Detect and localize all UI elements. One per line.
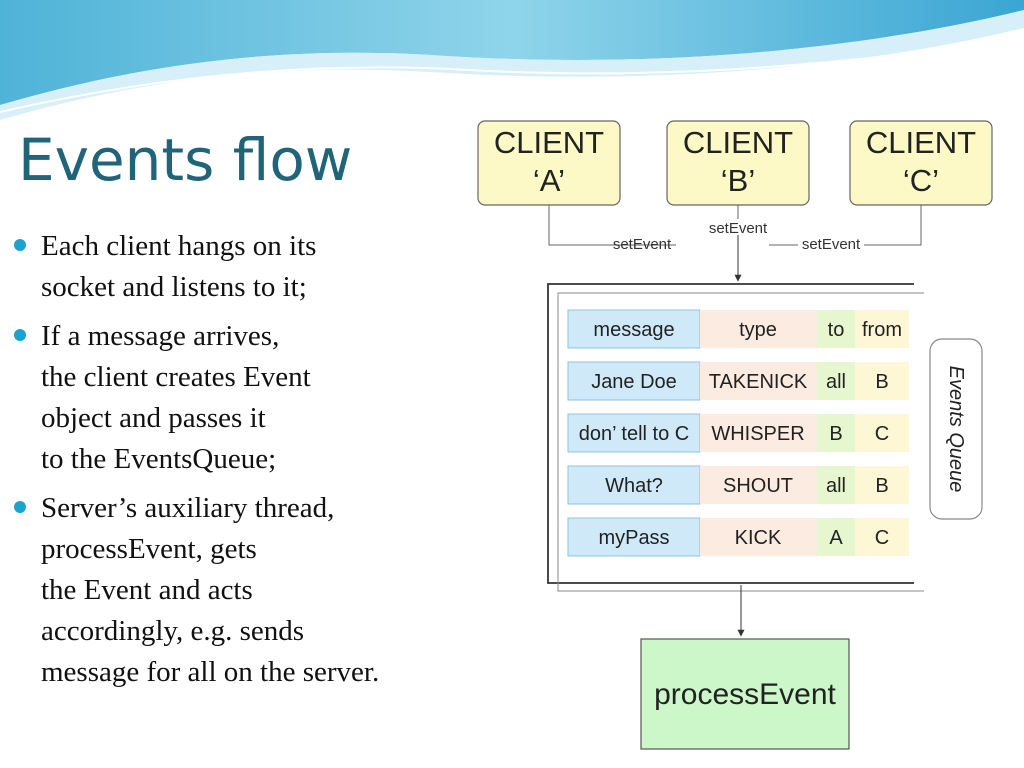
svg-text:‘B’: ‘B’ bbox=[721, 163, 755, 198]
table-cell-type: WHISPER bbox=[711, 423, 804, 445]
set-event-connectors bbox=[548, 205, 922, 282]
table-cell-type: TAKENICK bbox=[709, 371, 808, 393]
bullet-item: If a message arrives, the client creates… bbox=[14, 316, 484, 480]
svg-text:processEvent: processEvent bbox=[654, 678, 836, 711]
table-cell-message: myPass bbox=[598, 527, 669, 549]
column-header-to: to bbox=[828, 319, 845, 341]
table-cell-from: C bbox=[875, 423, 889, 445]
table-cell-from: C bbox=[875, 527, 889, 549]
bullet-list: Each client hangs on its socket and list… bbox=[14, 226, 484, 701]
events-table: message type to from Jane Doe TAKENICK a… bbox=[567, 309, 909, 557]
svg-text:CLIENT: CLIENT bbox=[866, 125, 976, 160]
svg-text:CLIENT: CLIENT bbox=[683, 125, 793, 160]
edge-label-setevent-c: setEvent bbox=[802, 236, 861, 253]
column-header-type: type bbox=[739, 319, 777, 341]
events-queue-label: Events Queue bbox=[929, 338, 983, 520]
background-wave-decoration bbox=[0, 0, 1024, 120]
svg-text:CLIENT: CLIENT bbox=[494, 125, 604, 160]
table-cell-from: B bbox=[875, 475, 888, 497]
slide-title: Events flow bbox=[18, 126, 353, 194]
edge-label-setevent-b: setEvent bbox=[709, 220, 768, 237]
client-a-node: CLIENT ‘A’ bbox=[477, 120, 621, 206]
table-cell-message: What? bbox=[605, 475, 663, 497]
table-cell-to: all bbox=[826, 371, 846, 393]
process-event-node: processEvent bbox=[640, 638, 850, 750]
table-cell-from: B bbox=[875, 371, 888, 393]
table-cell-to: all bbox=[826, 475, 846, 497]
table-cell-to: B bbox=[829, 423, 842, 445]
column-header-message: message bbox=[593, 319, 674, 341]
events-flow-diagram: CLIENT ‘A’ CLIENT ‘B’ CLIENT ‘C’ setEven… bbox=[477, 120, 993, 750]
table-cell-to: A bbox=[829, 527, 843, 549]
svg-text:‘C’: ‘C’ bbox=[903, 163, 939, 198]
svg-text:‘A’: ‘A’ bbox=[533, 163, 565, 198]
client-c-node: CLIENT ‘C’ bbox=[849, 120, 993, 206]
client-b-node: CLIENT ‘B’ bbox=[666, 120, 810, 206]
table-cell-message: Jane Doe bbox=[591, 371, 677, 393]
svg-text:Events Queue: Events Queue bbox=[945, 366, 967, 493]
edge-label-setevent-a: setEvent bbox=[613, 236, 672, 253]
table-cell-message: don’ tell to C bbox=[579, 423, 689, 445]
table-cell-type: KICK bbox=[735, 527, 782, 549]
bullet-item: Server’s auxiliary thread, processEvent,… bbox=[14, 488, 484, 693]
bullet-item: Each client hangs on its socket and list… bbox=[14, 226, 484, 308]
table-cell-type: SHOUT bbox=[723, 475, 793, 497]
column-header-from: from bbox=[862, 319, 902, 341]
